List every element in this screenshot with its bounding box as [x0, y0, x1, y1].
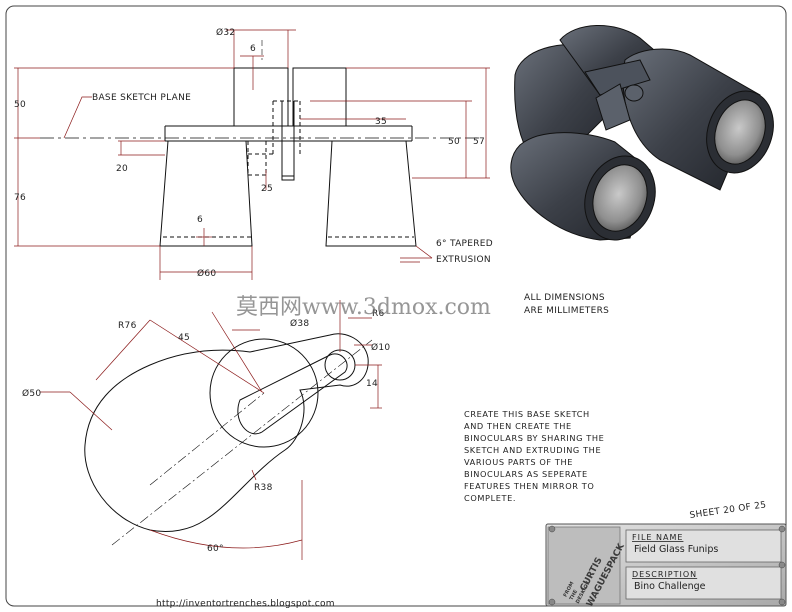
rivets	[548, 525, 786, 606]
sheet-border	[5, 5, 787, 607]
file-name-value: Field Glass Funips	[634, 544, 718, 555]
dim-6-bottom: 6	[197, 215, 203, 225]
dim-dia-10: Ø10	[371, 342, 390, 353]
dim-dia-32: Ø32	[216, 27, 235, 38]
taper-note-line-1: 6° TAPERED	[436, 239, 493, 249]
dim-45: 45	[178, 333, 190, 343]
front-view-dimensions	[14, 29, 490, 280]
dim-76: 76	[14, 193, 26, 203]
instruction-line: CREATE THIS BASE SKETCH	[464, 409, 590, 419]
dimension-note-line-2: ARE MILLIMETERS	[524, 306, 609, 316]
dim-r38: R38	[254, 483, 273, 493]
taper-note-line-2: EXTRUSION	[436, 255, 491, 265]
footer-url: http://inventortrenches.blogspot.com	[156, 599, 335, 609]
sheet-label: SHEET 20 OF 25	[689, 500, 767, 521]
dim-14: 14	[366, 379, 378, 389]
dim-57: 57	[473, 137, 485, 147]
dim-25: 25	[261, 184, 273, 194]
dim-r6: R6	[372, 309, 385, 319]
binoculars-render	[510, 25, 774, 241]
instruction-line: AND THEN CREATE THE	[464, 421, 572, 431]
description-value: Bino Challenge	[634, 581, 706, 592]
base-sketch	[84, 333, 373, 546]
front-view-labels: Ø32 6 50 BASE SKETCH PLANE 20 76 25 35 5…	[14, 27, 493, 279]
dim-dia-60: Ø60	[197, 268, 216, 279]
svg-text:THE: THE	[569, 588, 580, 601]
instruction-line: BINOCULARS AS SEPERATE	[464, 469, 588, 479]
instruction-line: BINOCULARS BY SHARING THE	[464, 433, 604, 443]
dim-50-left: 50	[14, 100, 26, 110]
file-name-header: FILE NAME	[632, 533, 683, 542]
dimension-note-line-1: ALL DIMENSIONS	[524, 293, 605, 303]
base-sketch-plane-label: BASE SKETCH PLANE	[92, 93, 191, 103]
description-header: DESCRIPTION	[632, 570, 697, 579]
instructions: CREATE THIS BASE SKETCH AND THEN CREATE T…	[464, 409, 604, 503]
instruction-line: COMPLETE.	[464, 493, 516, 503]
dim-35: 35	[375, 117, 387, 127]
dim-50-right: 50	[448, 137, 460, 147]
dim-angle-60: 60°	[207, 544, 224, 554]
instruction-line: SKETCH AND EXTRUDING THE	[464, 445, 601, 455]
sketch-dimensions	[40, 300, 382, 560]
instruction-line: FEATURES THEN MIRROR TO	[464, 481, 594, 491]
sketch-labels: R76 45 Ø38 R6 Ø10 14 Ø50 R38 60°	[22, 309, 390, 554]
dim-dia-38: Ø38	[290, 318, 309, 329]
front-view	[40, 40, 482, 247]
dim-r76: R76	[118, 321, 137, 331]
dim-dia-50: Ø50	[22, 388, 41, 399]
dim-6-top: 6	[250, 44, 256, 54]
dim-20: 20	[116, 164, 128, 174]
instruction-line: VARIOUS PARTS OF THE	[464, 457, 573, 467]
watermark: 莫西网www.3dmox.com	[236, 295, 491, 320]
title-block: FROM THE DESK OF CURTIS WAGUESPACK FILE …	[545, 523, 787, 609]
